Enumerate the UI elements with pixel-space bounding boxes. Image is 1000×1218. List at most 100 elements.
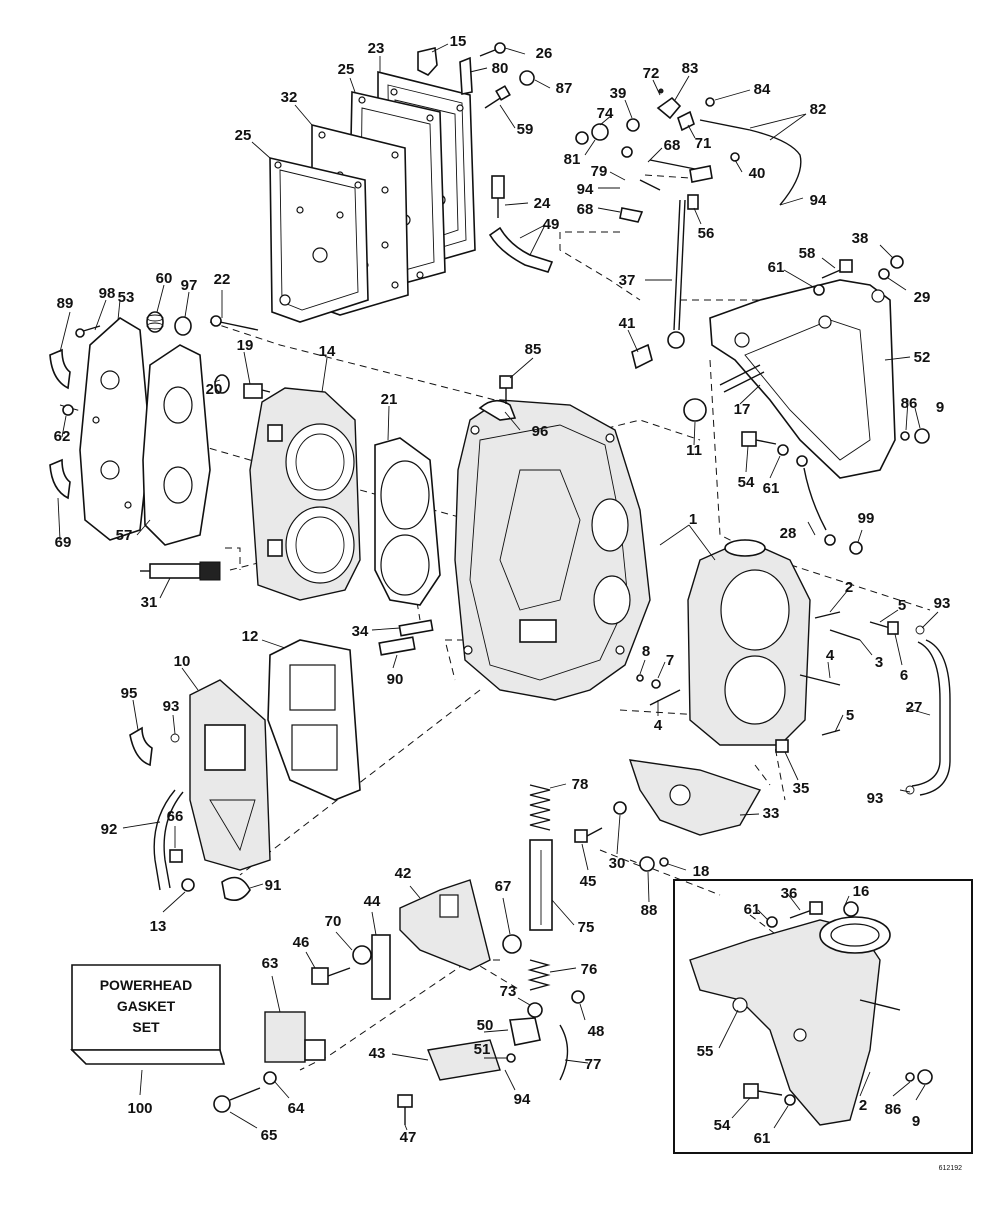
clip-93-right-bottom: [905, 785, 915, 795]
stud-2-top: [814, 611, 841, 619]
wire-28: [796, 455, 836, 546]
hose-49: [488, 226, 554, 273]
part-label: 21: [381, 391, 398, 408]
part-label: 52: [914, 349, 931, 366]
part-label: 51: [474, 1041, 491, 1058]
spring-78: [529, 784, 551, 831]
part-label: 92: [101, 821, 118, 838]
part-label: 95: [121, 685, 138, 702]
washer-18: [659, 857, 669, 867]
part-label: 11: [686, 442, 702, 459]
bolt-4-right: [799, 674, 841, 686]
part-label: 71: [695, 135, 712, 152]
part-label: 31: [141, 594, 158, 611]
cylinder-head-14: [249, 387, 361, 601]
link-77: [559, 1024, 569, 1081]
part-label: 2: [845, 579, 853, 596]
part-label: 86: [901, 395, 918, 412]
part-label: 32: [281, 89, 298, 106]
part-label: 73: [500, 983, 517, 1000]
clip-15: [417, 47, 438, 76]
part-label: 7: [666, 652, 674, 669]
part-label: 2: [859, 1097, 867, 1114]
leader-lines: [57, 43, 939, 1131]
fitting-24: [491, 175, 505, 218]
nut-16: [843, 901, 859, 917]
part-label: 61: [754, 1130, 771, 1147]
clip-89: [49, 348, 71, 390]
part-label: 57: [116, 527, 133, 544]
part-label: 18: [693, 863, 710, 880]
part-label: 27: [906, 699, 923, 716]
bolt-5-bottom: [821, 729, 841, 736]
part-number-labels: 15 26 23 80 87 25 32 25 59 72 83 84 39 7…: [54, 33, 951, 1147]
spring-60: [146, 311, 164, 333]
part-label: 90: [387, 671, 404, 688]
part-label: 35: [793, 780, 810, 797]
pin-8: [636, 674, 644, 682]
part-label: 65: [261, 1127, 278, 1144]
screw-66: [169, 849, 183, 863]
pin-3: [829, 629, 861, 641]
part-label: 15: [450, 33, 467, 50]
part-label: 53: [118, 289, 135, 306]
gasket-12: [267, 639, 361, 801]
screw-47: [397, 1094, 413, 1125]
catalog-number: 612192: [939, 1165, 962, 1172]
part-label: 45: [580, 873, 597, 890]
screw-13: [181, 878, 195, 892]
part-label: 79: [591, 163, 608, 180]
dowel-34: [398, 619, 434, 637]
bolt-45: [574, 827, 603, 843]
part-label: 76: [581, 961, 598, 978]
part-label: 28: [780, 525, 797, 542]
part-label: 94: [577, 181, 594, 198]
gasket-set-line1: POWERHEAD: [100, 977, 193, 993]
part-label: 10: [174, 653, 191, 670]
part-label: 87: [556, 80, 573, 97]
part-label: 5: [898, 597, 906, 614]
bolt-4-left: [649, 689, 681, 706]
hose-27: [911, 639, 951, 796]
part-label: 16: [853, 883, 870, 900]
washer-61-inset-bottom: [784, 1094, 796, 1106]
shaft-75: [529, 839, 553, 931]
washer-48: [571, 990, 585, 1004]
part-label: 97: [181, 277, 198, 294]
part-label: 93: [934, 595, 951, 612]
screw-54-inset: [743, 1083, 783, 1099]
crankcase-main: [454, 399, 651, 701]
part-label: 83: [682, 60, 699, 77]
part-label: 50: [477, 1017, 494, 1034]
part-label: 84: [754, 81, 771, 98]
nut-9-inset: [917, 1069, 933, 1085]
screw-65: [213, 1087, 261, 1113]
part-label: 3: [875, 654, 883, 671]
part-label: 61: [763, 480, 780, 497]
part-label: 49: [543, 216, 560, 233]
thermostat-19: [243, 383, 271, 399]
part-label: 72: [643, 65, 660, 82]
clip-93-right-top: [915, 625, 925, 635]
lever-50: [509, 1017, 541, 1046]
exhaust-cover-53: [79, 317, 151, 541]
part-label: 25: [338, 61, 355, 78]
washer-61-mid: [777, 444, 789, 456]
part-label: 23: [368, 40, 385, 57]
screw-54-top: [741, 431, 777, 447]
part-label: 12: [242, 628, 259, 645]
part-label: 4: [826, 647, 835, 664]
part-label: 54: [738, 474, 755, 491]
part-label: 68: [664, 137, 681, 154]
nut-9-top: [914, 428, 930, 444]
gasket-set-ref-label: 100: [127, 1100, 152, 1117]
part-label: 39: [610, 85, 627, 102]
bracket-42: [399, 879, 491, 971]
nut-38: [890, 255, 904, 269]
part-label: 4: [654, 717, 663, 734]
part-label: 42: [395, 865, 412, 882]
part-label: 9: [912, 1113, 920, 1130]
clamp-96: [478, 399, 517, 421]
part-label: 82: [810, 101, 827, 118]
bracket-55: [689, 916, 891, 1126]
